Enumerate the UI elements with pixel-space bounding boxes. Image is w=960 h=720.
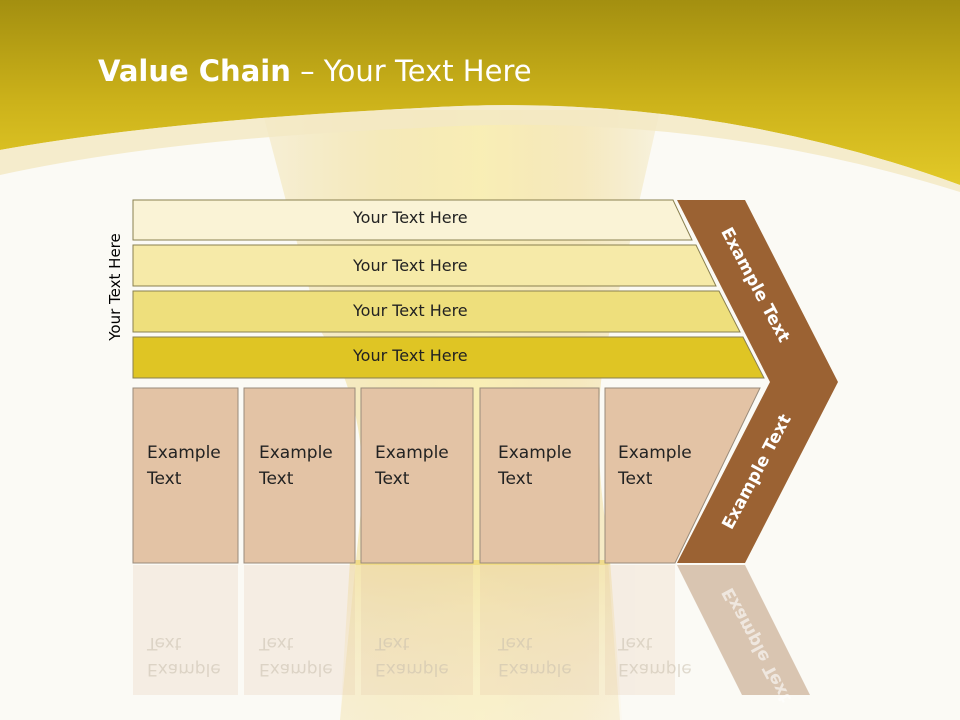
activity-cell-3 bbox=[360, 387, 474, 564]
activity-2-line2: Text bbox=[259, 469, 294, 489]
activity-3-reflection: Example Text bbox=[375, 630, 449, 682]
activity-1-reflection-line2: Text bbox=[147, 633, 182, 653]
activity-3-line1: Example bbox=[375, 443, 449, 463]
activity-5-reflection-line2: Text bbox=[618, 633, 653, 653]
activity-2-line1: Example bbox=[259, 443, 333, 463]
activity-cell-5 bbox=[604, 387, 761, 564]
title-rest: – Your Text Here bbox=[290, 54, 532, 88]
header-swoosh bbox=[0, 105, 960, 192]
activity-3-reflection-line1: Example bbox=[375, 659, 449, 679]
slide-title: Value Chain – Your Text Here bbox=[98, 54, 532, 88]
activity-cell-2 bbox=[243, 387, 356, 564]
activity-3-reflection-line2: Text bbox=[375, 633, 410, 653]
activity-1-reflection-line1: Example bbox=[147, 659, 221, 679]
band-3-label: Your Text Here bbox=[353, 301, 468, 320]
activity-1-line1: Example bbox=[147, 443, 221, 463]
beer-glass-base bbox=[340, 560, 622, 720]
activity-2-reflection: Example Text bbox=[259, 630, 333, 682]
activity-cell-4 bbox=[479, 387, 600, 564]
activity-5-reflection: Example Text bbox=[618, 630, 692, 682]
margin-chevron-reflection bbox=[677, 565, 810, 695]
margin-chevron bbox=[677, 200, 838, 563]
band-4-label: Your Text Here bbox=[353, 346, 468, 365]
band-2-label: Your Text Here bbox=[353, 256, 468, 275]
activity-4-reflection-line2: Text bbox=[498, 633, 533, 653]
band-1 bbox=[132, 199, 693, 241]
band-1-label: Your Text Here bbox=[353, 208, 468, 227]
band-3 bbox=[132, 290, 741, 333]
activity-4-reflection: Example Text bbox=[498, 630, 572, 682]
activity-4-line1: Example bbox=[498, 443, 572, 463]
activity-1-reflection: Example Text bbox=[147, 630, 221, 682]
activity-3-line2: Text bbox=[375, 469, 410, 489]
activity-4-line2: Text bbox=[498, 469, 533, 489]
activity-5-line1: Example bbox=[618, 443, 692, 463]
activity-2-reflection-line2: Text bbox=[259, 633, 294, 653]
diagram-reflection bbox=[133, 565, 675, 695]
activity-1-line2: Text bbox=[147, 469, 182, 489]
activity-cell-1 bbox=[132, 387, 239, 564]
activity-5-reflection-line1: Example bbox=[618, 659, 692, 679]
band-2 bbox=[132, 244, 717, 287]
activity-5-line2: Text bbox=[618, 469, 653, 489]
reflection-area bbox=[0, 565, 960, 720]
activity-4-reflection-line1: Example bbox=[498, 659, 572, 679]
activity-2-reflection-line1: Example bbox=[259, 659, 333, 679]
header-band bbox=[0, 0, 960, 185]
title-bold: Value Chain bbox=[98, 54, 291, 88]
band-4 bbox=[132, 336, 765, 379]
